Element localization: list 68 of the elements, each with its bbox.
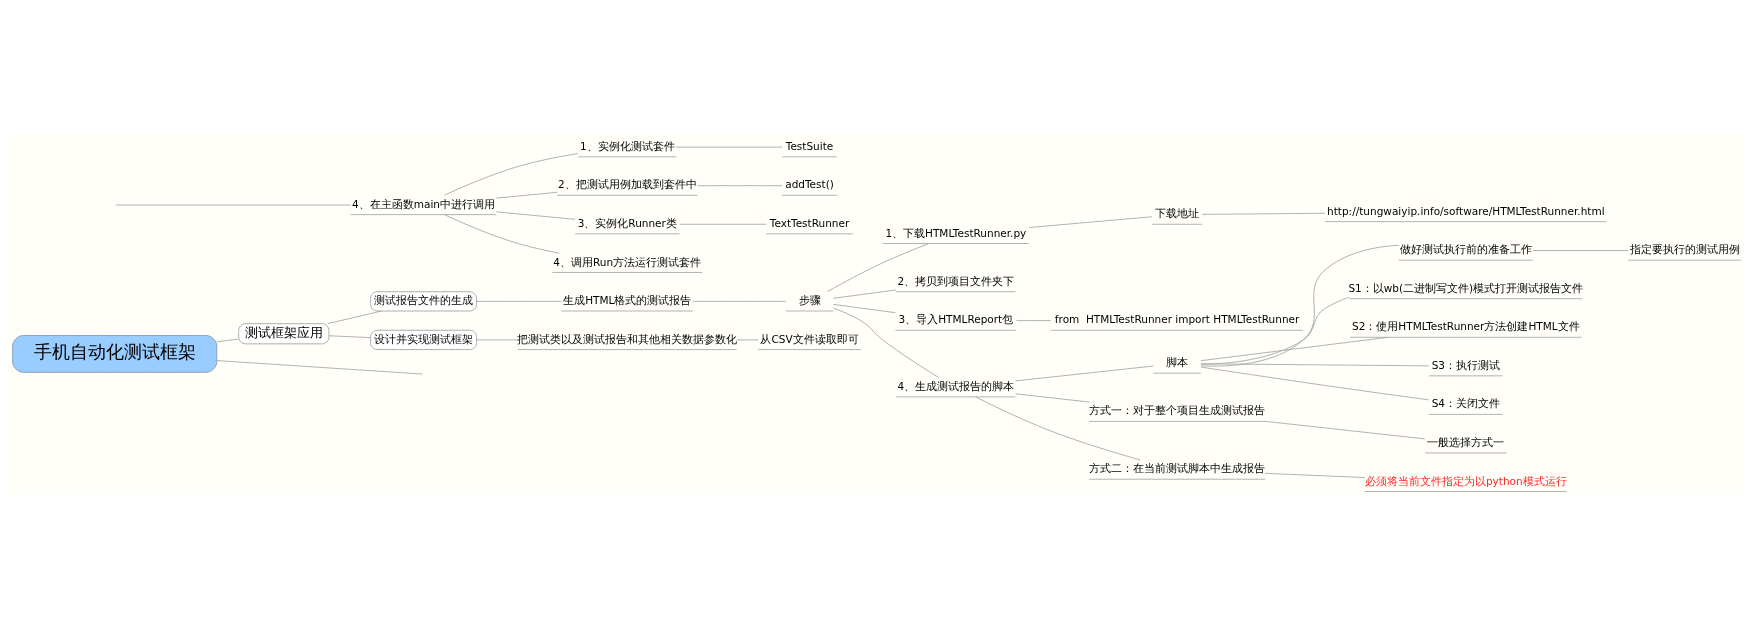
node-text: 1、实例化测试套件 (579, 139, 675, 152)
connector (1015, 392, 1091, 402)
connector (1015, 365, 1154, 381)
connector (496, 210, 576, 220)
node-box: 设计并实现测试框架 (370, 329, 477, 350)
connector (1264, 472, 1366, 478)
node-text: 方式一：对于整个项目生成测试报告 (1089, 403, 1266, 416)
node-text: S3：执行测试 (1431, 358, 1500, 371)
node-text: 2、拷贝到项目文件夹下 (897, 274, 1015, 287)
node-text: S4：关闭文件 (1431, 396, 1500, 409)
connector (975, 395, 1141, 460)
node-text: 3、导入HTMLReport包 (898, 312, 1014, 325)
connector (697, 184, 783, 186)
node-text: 方式二：在当前测试脚本中生成报告 (1089, 461, 1266, 474)
connector (832, 289, 897, 299)
node-text: 2、把测试用例加载到套件中 (557, 177, 697, 190)
connector (676, 146, 783, 148)
connector (1028, 215, 1153, 228)
connector (444, 152, 579, 196)
node-text: 3、实例化Runner类 (577, 216, 677, 229)
connector (1200, 244, 1400, 367)
node-text: 4、在主函数main中进行调用 (352, 197, 496, 210)
node-text: http://tungwaiyip.info/software/HTMLTestRunner.html (1327, 204, 1605, 217)
connector (679, 223, 767, 225)
connector (1015, 319, 1052, 321)
node-text: 1、下载HTMLTestRunner.py (885, 226, 1027, 239)
connector (1532, 249, 1629, 251)
connector (1200, 336, 1389, 361)
connector (115, 204, 351, 205)
connector (1200, 362, 1430, 366)
node-text: 4、生成测试报告的脚本 (897, 379, 1015, 392)
connector (216, 359, 424, 374)
connector (496, 191, 558, 199)
node-text: 下载地址 (1155, 206, 1200, 219)
node-box: 测试报告文件的生成 (370, 290, 477, 311)
node-text: 生成HTML格式的测试报告 (563, 293, 692, 306)
connector (832, 307, 940, 378)
node-text: 指定要执行的测试用例 (1629, 242, 1740, 255)
connector (328, 334, 371, 338)
connector (736, 338, 759, 340)
node-text: 脚本 (1166, 355, 1189, 368)
connector (1264, 420, 1426, 439)
node-box: 手机自动化测试框架 (12, 334, 218, 373)
connector (444, 213, 560, 254)
node-text: TestSuite (785, 139, 834, 152)
node-text: addTest() (785, 177, 834, 190)
node-text: 把测试类以及测试报告和其他相关数据参数化 (517, 332, 738, 345)
node-text: TextTestRunner (769, 216, 850, 229)
connector (1201, 212, 1326, 215)
node-text: 从CSV文件读取即可 (760, 332, 859, 345)
connector (1200, 366, 1430, 400)
node-text: 步骤 (798, 293, 821, 306)
node-text: from HTMLTestRunner import HTMLTestRunner (1054, 312, 1300, 325)
connector (327, 310, 382, 324)
node-text: 做好测试执行前的准备工作 (1399, 242, 1532, 255)
connector (476, 338, 519, 340)
node-box: 测试框架应用 (238, 322, 330, 344)
connector (826, 242, 930, 292)
node-text: 一般选择方式一 (1427, 435, 1505, 448)
connector (216, 338, 240, 342)
node-text: 必须将当前文件指定为以python模式运行 (1364, 474, 1567, 487)
node-text: S2：使用HTMLTestRunner方法创建HTML文件 (1352, 319, 1580, 332)
connector (476, 300, 562, 302)
node-text: 4、调用Run方法运行测试套件 (553, 255, 702, 268)
node-text: S1：以wb(二进制写文件)模式打开测试报告文件 (1348, 281, 1584, 294)
connector (692, 300, 787, 302)
connector (832, 303, 896, 313)
connector (1200, 296, 1350, 365)
